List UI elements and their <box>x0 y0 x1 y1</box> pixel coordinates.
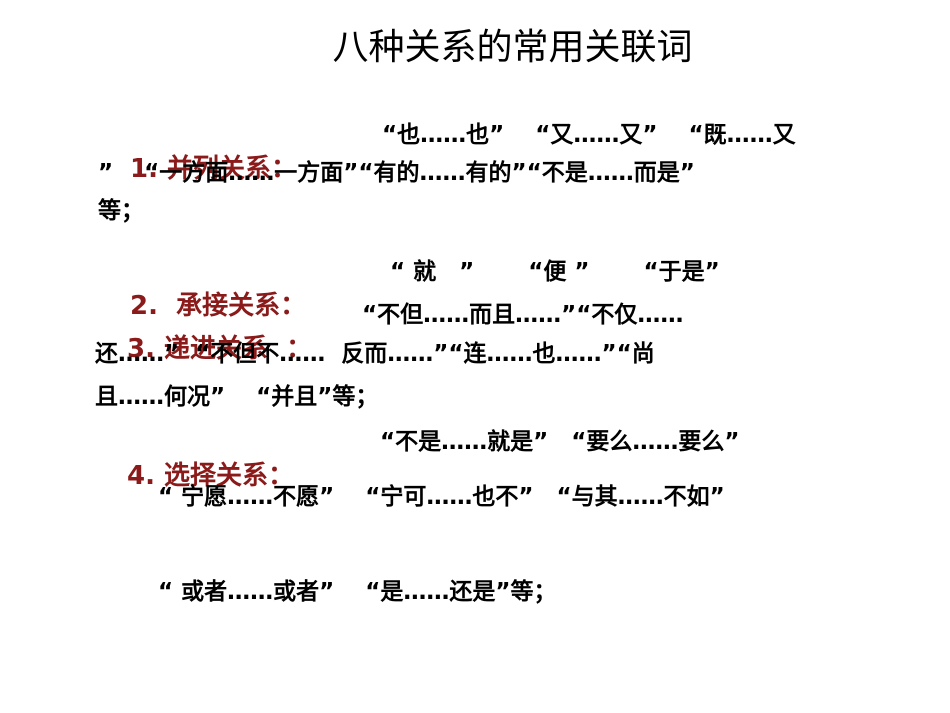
section-3-text-2: 还……” “不但不…… 反而……”“连……也……”“尚 <box>95 341 655 367</box>
section-3-text-3: 且……何况” “并且”等； <box>95 384 379 410</box>
section-4-text-1: “不是……就是” “要么……要么” <box>380 429 740 455</box>
section-1-text-1: “也……也” “又……又” “既……又 <box>382 122 796 148</box>
section-1-text-2: ” “一方面……一方面”“有的……有的”“不是……而是” <box>98 160 695 186</box>
section-4-label: 4. 选择关系： <box>127 461 295 491</box>
section-2-text-1: “ 就 ” “便 ” “于是” <box>390 259 720 285</box>
section-2-label: 2. 承接关系： <box>130 291 307 321</box>
section-2-row-1: 2. 承接关系： <box>98 255 306 358</box>
section-1-text-3: 等； <box>98 198 144 224</box>
section-3-row-1: 3. 递进关系 ： <box>95 298 312 401</box>
section-3-label: 3. 递进关系 ： <box>127 334 313 364</box>
section-1-label: 1. 并列关系： <box>130 154 298 184</box>
slide-title: 八种关系的常用关联词 <box>332 27 693 68</box>
section-4-row-1: 4. 选择关系： <box>95 425 294 528</box>
section-4-text-2: “ 宁愿……不愿” “宁可……也不” “与其……不如” <box>158 484 725 510</box>
section-3-text-1: “不但……而且……”“不仅…… <box>362 302 684 328</box>
section-1-row-1: 1. 并列关系： <box>98 118 297 221</box>
section-4-text-3: “ 或者……或者” “是……还是”等； <box>158 579 557 605</box>
